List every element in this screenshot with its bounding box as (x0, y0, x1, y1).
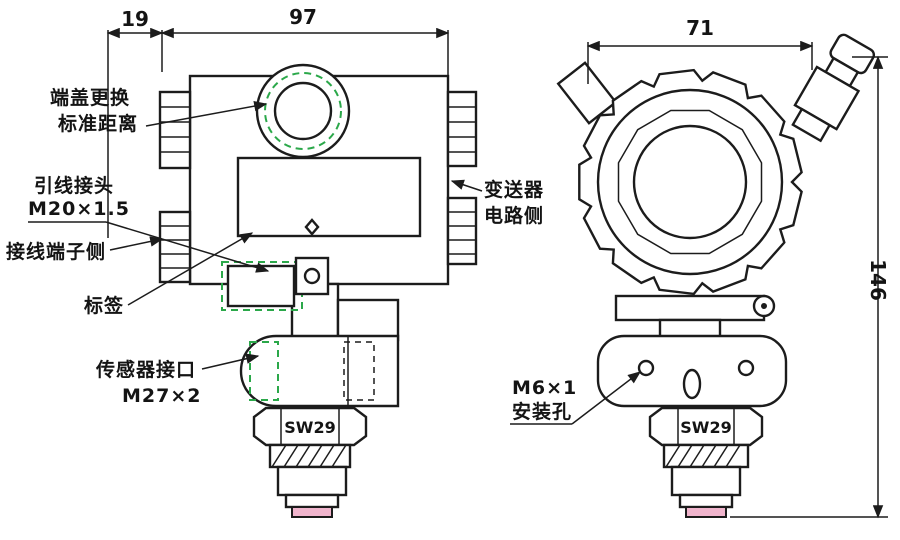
side-view (158, 63, 478, 518)
cover-inner-circle (632, 124, 748, 240)
leader-mounting-hole (571, 371, 642, 425)
dim-text-146: 146 (866, 259, 890, 301)
lead-connector-thread-label: M20×1.5 (28, 198, 130, 220)
leader-tag (127, 232, 254, 306)
cover-clamp-block (556, 61, 618, 125)
mounting-hole-left (637, 359, 655, 377)
transmitter-side-label-line2: 电路侧 (484, 205, 545, 227)
leader-transmitter-side (450, 179, 483, 192)
port-cylinder-side (276, 465, 348, 497)
process-thread-side (268, 443, 352, 469)
hex-nut-side (252, 406, 368, 447)
cable-entry (221, 256, 330, 311)
cover-facet-ring (617, 109, 763, 255)
port-step-front (678, 493, 734, 509)
leader-lead-connector (105, 221, 270, 273)
mounting-thread-label: M6×1 (512, 377, 578, 399)
pressure-port-tip-front (685, 506, 727, 518)
leader-terminal-side (109, 236, 164, 251)
wrench-size-label-front: SW29 (680, 418, 732, 437)
housing-front-circle (596, 88, 784, 276)
wrench-size-label-side: SW29 (284, 418, 336, 437)
hex-nut-front (648, 406, 764, 447)
pressure-port-tip-side (291, 506, 333, 518)
side-arm (336, 298, 400, 342)
front-view (556, 33, 876, 518)
mounting-hole-label: 安装孔 (512, 401, 573, 423)
terminal-side-fins (158, 90, 192, 284)
dim-text-19: 19 (121, 7, 149, 31)
nameplate (236, 156, 422, 238)
sensor-port-label: 传感器接口 (96, 359, 197, 381)
cover-cap (255, 63, 351, 159)
center-slot (682, 368, 702, 400)
transmitter-side-label-line1: 变送器 (484, 179, 545, 201)
mounting-hole-right (737, 359, 755, 377)
cap-clearance-label-line2: 标准距离 (58, 113, 139, 135)
leader-lines (28, 100, 642, 425)
flange-bar (614, 294, 766, 322)
sensor-module (239, 334, 400, 408)
lead-connector-label: 引线接头 (34, 175, 115, 197)
dimension-lines (106, 27, 888, 519)
leader-cap-clearance (145, 100, 268, 127)
mounting-bracket (596, 334, 788, 408)
tag-label: 标签 (84, 295, 125, 317)
nameplate-diamond-mark (304, 218, 320, 236)
cap-clearance-label-line1: 端盖更换 (50, 87, 131, 109)
terminal-side-label: 接线端子侧 (6, 241, 107, 263)
port-cylinder-front (670, 465, 742, 497)
sensor-port-thread-label: M27×2 (122, 385, 202, 407)
process-thread-front (662, 443, 750, 469)
leader-sensor-port (201, 353, 260, 370)
dim-text-97: 97 (289, 5, 317, 29)
cable-gland (791, 33, 876, 143)
dim-text-71: 71 (686, 16, 714, 40)
cap-clearance-dashed-circle (264, 72, 342, 150)
circuit-side-fins (446, 90, 478, 266)
port-step-side (284, 493, 340, 509)
